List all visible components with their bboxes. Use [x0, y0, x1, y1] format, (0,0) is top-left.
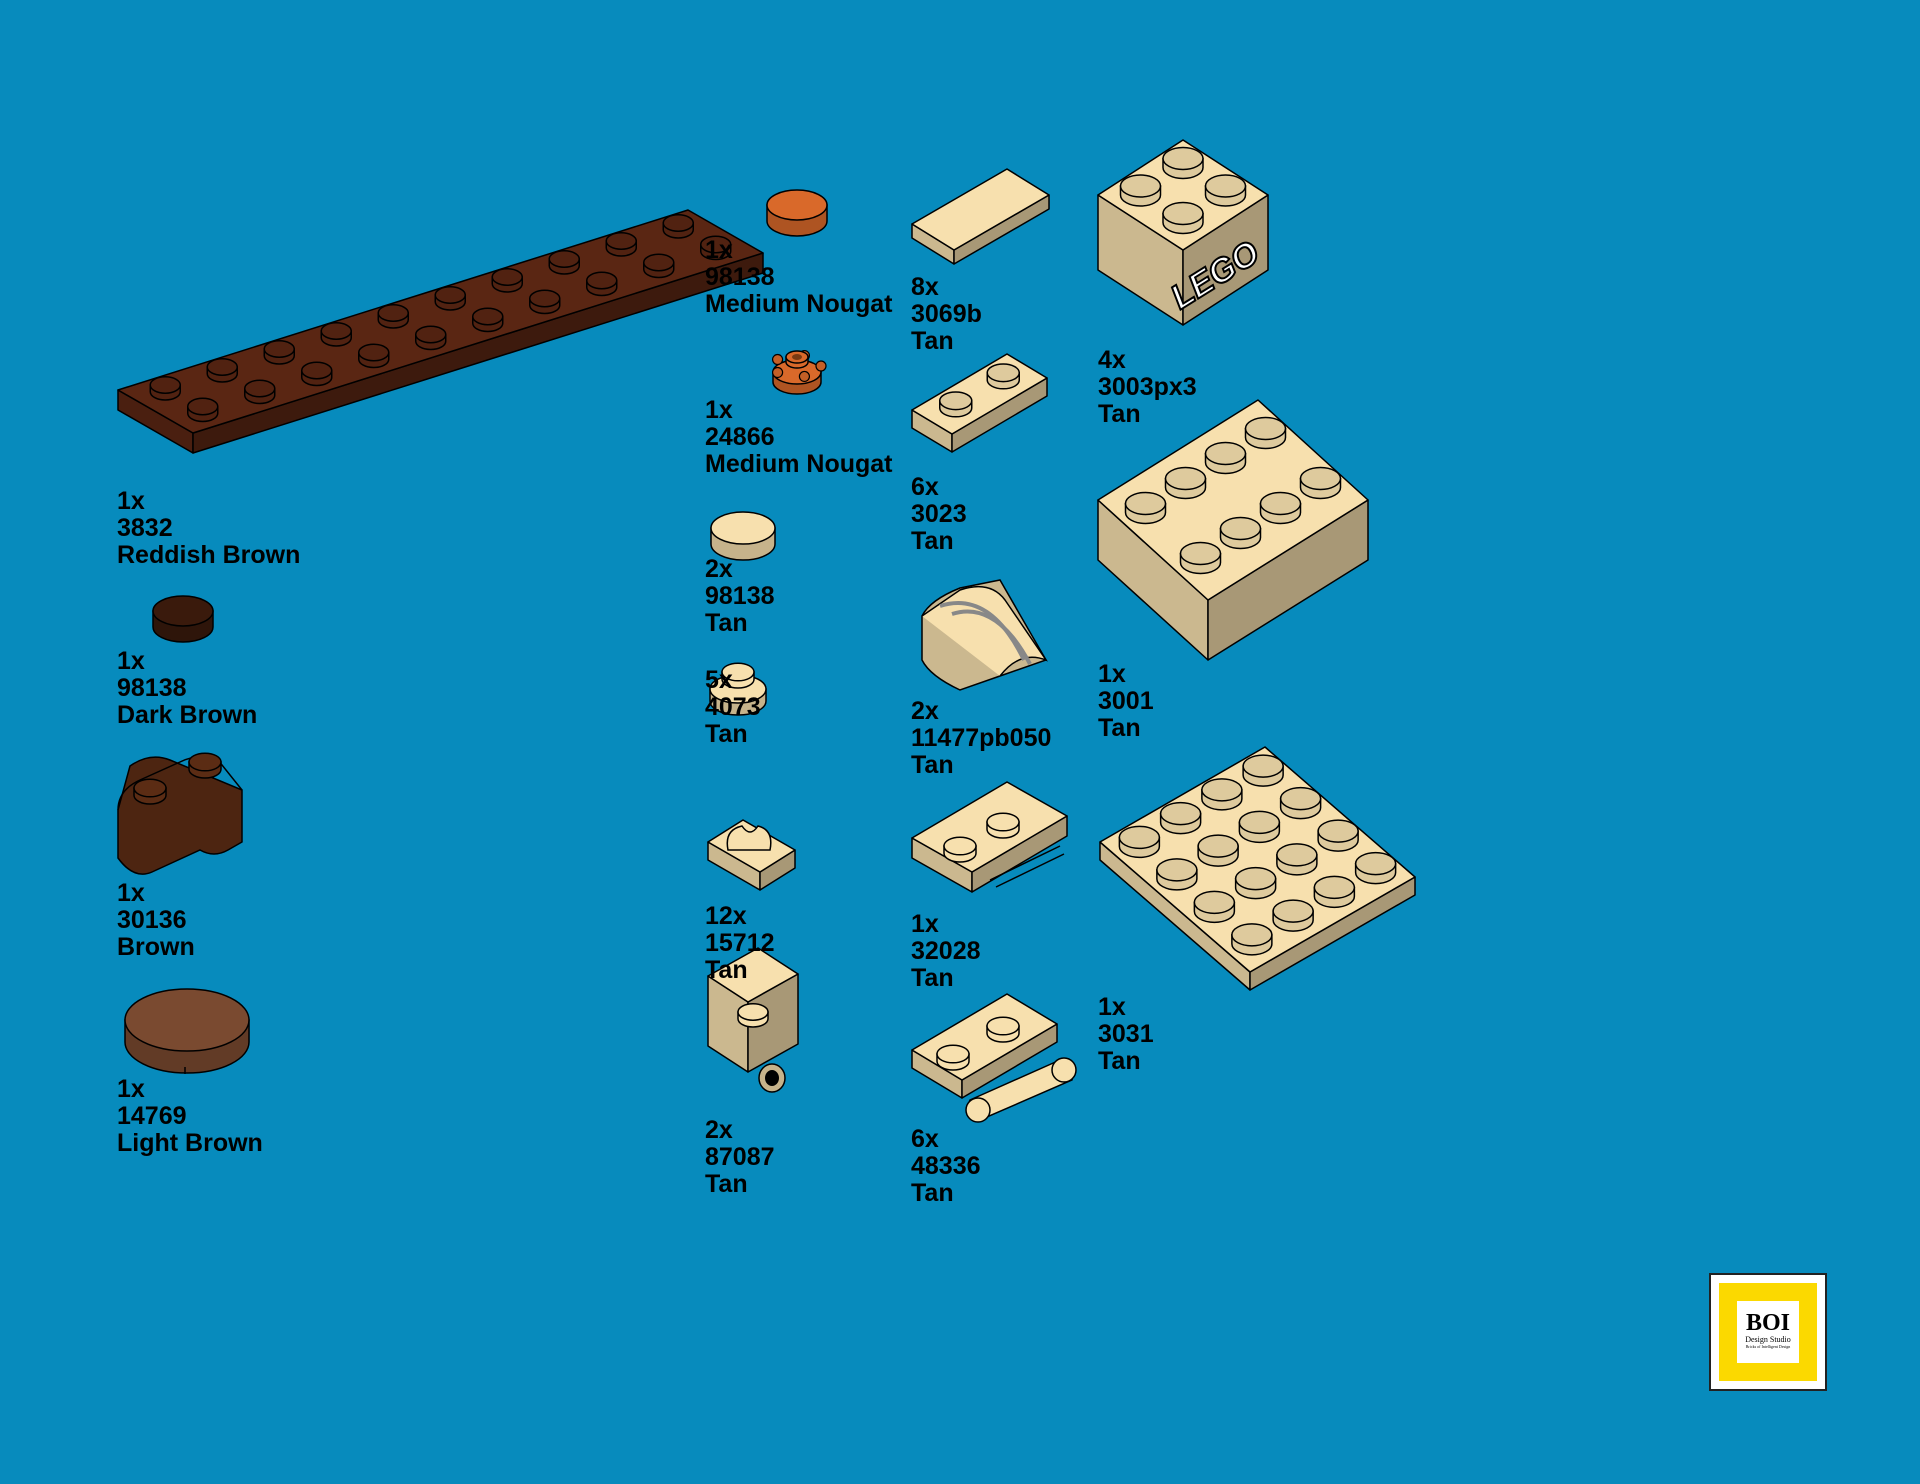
part-qty: 4x [1098, 346, 1126, 374]
part-part: 3023 [911, 500, 967, 528]
part-color: Medium Nougat [705, 450, 893, 478]
part-color: Brown [117, 933, 195, 961]
part-part: 3832 [117, 514, 173, 542]
part-color: Tan [911, 964, 954, 992]
logo-yellow-frame: BOI Design Studio Bricks of Intelligent … [1719, 1283, 1817, 1381]
part-part: 11477pb050 [911, 724, 1052, 752]
part-color: Tan [911, 327, 954, 355]
round-tile-2x2-icon [124, 988, 250, 1074]
part-qty: 1x [705, 236, 733, 264]
round-tile-icon [152, 595, 214, 643]
logo-tagline: Bricks of Intelligent Design [1745, 1344, 1791, 1349]
part-color: Light Brown [117, 1129, 263, 1157]
part-part: 87087 [705, 1143, 775, 1171]
part-part: 98138 [705, 582, 775, 610]
part-qty: 2x [705, 1116, 733, 1144]
curved-slope-icon [921, 579, 1048, 691]
part-qty: 5x [705, 666, 733, 694]
part-part: 15712 [705, 929, 775, 957]
plate-1x2-icon [911, 353, 1048, 453]
flower-plate-icon [771, 349, 827, 395]
part-qty: 1x [117, 1075, 145, 1103]
part-part: 3069b [911, 300, 982, 328]
round-tile-icon [710, 511, 776, 561]
part-color: Tan [705, 956, 748, 984]
clip-tile-icon [707, 819, 796, 891]
plate-2x10-icon [117, 209, 764, 454]
part-part: 48336 [911, 1152, 981, 1180]
brick-side-stud-icon [707, 947, 799, 1093]
part-part: 30136 [117, 906, 187, 934]
part-part: 3003px3 [1098, 373, 1197, 401]
part-color: Reddish Brown [117, 541, 301, 569]
part-color: Tan [911, 527, 954, 555]
part-color: Dark Brown [117, 701, 258, 729]
part-part: 3001 [1098, 687, 1154, 715]
part-color: Tan [705, 1170, 748, 1198]
part-qty: 1x [117, 647, 145, 675]
part-part: 14769 [117, 1102, 187, 1130]
plate-4x4-icon [1099, 746, 1416, 991]
handle-plate-icon [911, 993, 1077, 1123]
part-qty: 8x [911, 273, 939, 301]
door-rail-plate-icon [911, 781, 1068, 893]
part-part: 32028 [911, 937, 981, 965]
part-qty: 1x [1098, 993, 1126, 1021]
part-qty: 2x [705, 555, 733, 583]
part-qty: 1x [1098, 660, 1126, 688]
log-brick-icon [117, 752, 243, 875]
part-part: 4073 [705, 693, 761, 721]
part-qty: 1x [911, 910, 939, 938]
part-qty: 6x [911, 1125, 939, 1153]
part-color: Tan [705, 720, 748, 748]
part-qty: 1x [117, 879, 145, 907]
part-color: Medium Nougat [705, 290, 893, 318]
part-color: Tan [911, 1179, 954, 1207]
part-qty: 6x [911, 473, 939, 501]
part-color: Tan [911, 751, 954, 779]
tile-1x2-icon [911, 168, 1050, 265]
brick-2x2-lego-icon: LEGO [1097, 139, 1269, 326]
part-color: Tan [1098, 1047, 1141, 1075]
round-plate-icon [709, 662, 767, 716]
part-qty: 1x [117, 487, 145, 515]
logo-subtitle: Design Studio [1745, 1335, 1791, 1344]
part-qty: 1x [705, 396, 733, 424]
boi-logo: BOI Design Studio Bricks of Intelligent … [1709, 1273, 1827, 1391]
part-qty: 2x [911, 697, 939, 725]
part-color: Tan [1098, 400, 1141, 428]
part-qty: 12x [705, 902, 747, 930]
part-part: 3031 [1098, 1020, 1154, 1048]
part-color: Tan [705, 609, 748, 637]
brick-2x4-icon [1097, 399, 1369, 661]
part-part: 98138 [705, 263, 775, 291]
part-part: 98138 [117, 674, 187, 702]
part-part: 24866 [705, 423, 775, 451]
part-color: Tan [1098, 714, 1141, 742]
logo-box: BOI Design Studio Bricks of Intelligent … [1737, 1301, 1799, 1363]
round-tile-icon [766, 189, 828, 237]
logo-title: BOI [1745, 1310, 1790, 1336]
